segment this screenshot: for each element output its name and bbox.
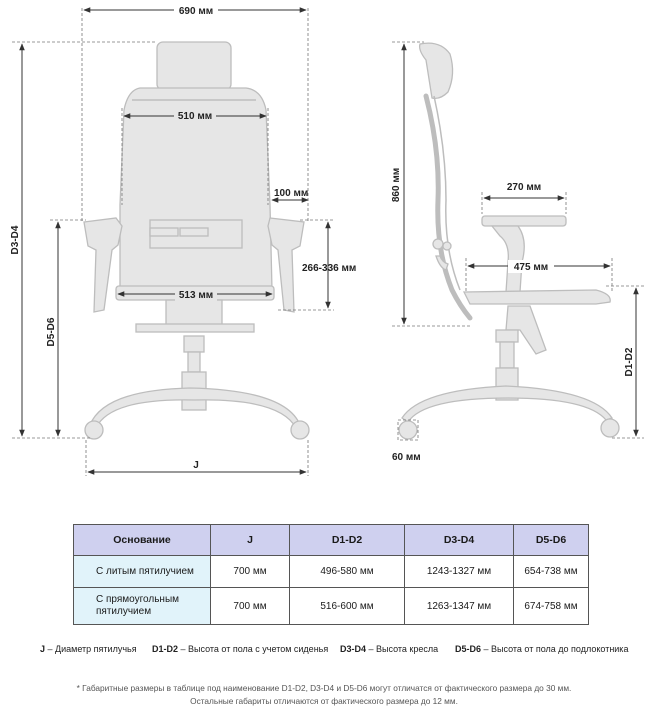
side-view-chair [398, 42, 620, 440]
side-backrest-knob [432, 238, 444, 250]
front-wheel-right [290, 420, 310, 440]
side-armrest-support [490, 225, 525, 293]
side-seat [462, 289, 611, 305]
side-wheel-right [600, 418, 620, 438]
front-view-chair [83, 41, 310, 440]
table-cell-d3d4: 1243-1327 мм [404, 555, 514, 588]
side-armrest-pad [481, 215, 567, 227]
front-armrest-right [267, 217, 305, 313]
footnotes: * Габаритные размеры в таблице под наиме… [0, 682, 648, 708]
legend-item-d5d6: D5-D6 – Высота от пола до подлокотника [455, 644, 629, 654]
table-row: С прямоугольным пятилучием 700 мм 516-60… [73, 587, 589, 625]
dim-d1d2-label: D1-D2 [624, 347, 635, 376]
front-headrest [156, 41, 232, 91]
table-header-d3d4: D3-D4 [404, 524, 514, 556]
dim-510-label: 510 мм [178, 111, 212, 122]
table-header-d1d2: D1-D2 [289, 524, 405, 556]
legend-item-j: J – Диаметр пятилучья [40, 644, 137, 654]
spec-table: Основание J D1-D2 D3-D4 D5-D6 С литым пя… [73, 524, 589, 625]
table-cell-d5d6: 674-758 мм [513, 587, 589, 625]
table-cell-j: 700 мм [210, 555, 290, 588]
dim-d3d4-label: D3-D4 [10, 225, 21, 254]
legend-item-d3d4: D3-D4 – Высота кресла [340, 644, 439, 654]
dim-860-label: 860 мм [391, 168, 402, 202]
table-cell-d5d6: 654-738 мм [513, 555, 589, 588]
chair-dimension-drawing: 690 мм 510 мм 100 мм 266-336 мм 513 мм D… [10, 3, 644, 476]
dim-690-label: 690 мм [179, 6, 213, 17]
table-cell-base-line2: пятилучием [96, 606, 152, 617]
front-wheel-left [84, 420, 104, 440]
dim-60-label: 60 мм [392, 452, 421, 463]
side-backrest [423, 93, 473, 321]
dim-d5d6-label: D5-D6 [46, 317, 57, 346]
footnote-line1: * Габаритные размеры в таблице под наиме… [76, 683, 572, 693]
dim-270-label: 270 мм [507, 182, 541, 193]
table-header-row: Основание J D1-D2 D3-D4 D5-D6 [73, 524, 589, 556]
table-cell-d1d2: 496-580 мм [289, 555, 405, 588]
side-base [401, 385, 613, 423]
table-header-base: Основание [73, 524, 211, 556]
table-header-j: J [210, 524, 290, 556]
side-dimension-lines: 860 мм 270 мм 475 мм D1-D2 60 мм [391, 41, 644, 463]
footnote-line2: Остальные габариты отличаются от фактиче… [190, 696, 458, 706]
table-row: С литым пятилучием 700 мм 496-580 мм 124… [73, 555, 589, 588]
dim-100-label: 100 мм [274, 188, 308, 199]
table-header-d5d6: D5-D6 [513, 524, 589, 556]
table-cell-d1d2: 516-600 мм [289, 587, 405, 625]
side-headrest [418, 42, 454, 100]
dim-j-label: J [193, 460, 199, 471]
table-cell-base: С литым пятилучием [73, 555, 211, 588]
table-cell-base: С прямоугольным пятилучием [73, 587, 211, 625]
table-cell-j: 700 мм [210, 587, 290, 625]
front-armrest-left [83, 217, 123, 313]
table-cell-d3d4: 1263-1347 мм [404, 587, 514, 625]
front-gas-lift [183, 335, 205, 353]
front-dimension-lines: 690 мм 510 мм 100 мм 266-336 мм 513 мм D… [10, 3, 356, 476]
side-gas-lift [495, 329, 519, 343]
table-cell-base-line1: С прямоугольным [96, 594, 180, 605]
side-wheel-left [398, 420, 418, 440]
dim-475-label: 475 мм [514, 262, 548, 273]
legend-item-d1d2: D1-D2 – Высота от пола с учетом сиденья [152, 644, 329, 654]
dim-266-336-label: 266-336 мм [302, 263, 356, 274]
dim-513-label: 513 мм [179, 290, 213, 301]
